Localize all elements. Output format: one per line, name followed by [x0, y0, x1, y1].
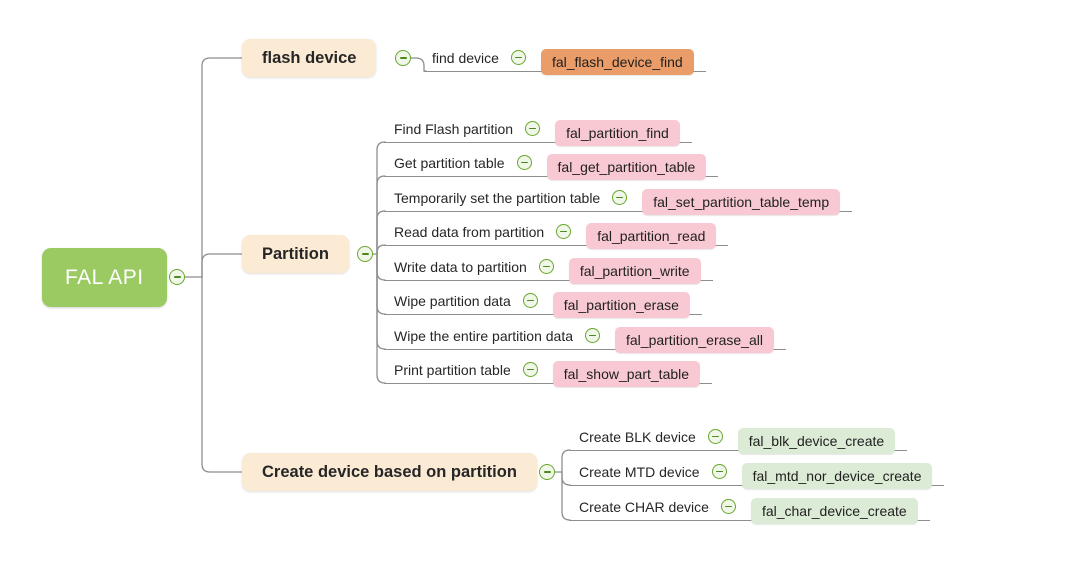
root-node-fal-api[interactable]: FAL API [42, 248, 167, 307]
child-row-find-device: find device fal_flash_device_find [424, 44, 706, 75]
child-row-print-partition-table: Print partition table fal_show_part_tabl… [384, 356, 713, 387]
collapse-icon-partition[interactable] [357, 246, 373, 262]
api-node-fal-partition-erase-all[interactable]: fal_partition_erase_all [615, 327, 774, 353]
api-node-fal-char-device-create[interactable]: fal_char_device_create [750, 498, 918, 524]
child-row-find-flash-partition: Find Flash partition fal_partition_find [384, 115, 692, 146]
branch-node-label: flash device [262, 48, 357, 67]
collapse-icon[interactable] [711, 464, 727, 479]
branch-node-label: Partition [262, 244, 329, 263]
node-label[interactable]: Wipe the entire partition data [394, 327, 573, 344]
child-row-create-char-device: Create CHAR device fal_char_device_creat… [569, 493, 930, 524]
collapse-icon[interactable] [516, 155, 532, 170]
node-label[interactable]: Find Flash partition [394, 120, 514, 137]
node-label[interactable]: Write data to partition [394, 258, 527, 275]
child-row-create-mtd-device: Create MTD device fal_mtd_nor_device_cre… [569, 458, 945, 489]
collapse-icon-flash-device[interactable] [395, 50, 411, 66]
collapse-icon[interactable] [720, 499, 736, 514]
api-node-fal-partition-read[interactable]: fal_partition_read [586, 223, 717, 249]
child-row-wipe-entire-partition-data: Wipe the entire partition data fal_parti… [384, 322, 786, 353]
branch-node-flash-device[interactable]: flash device [242, 39, 377, 77]
api-node-fal-set-partition-table-temp[interactable]: fal_set_partition_table_temp [642, 189, 841, 215]
node-label-find-device[interactable]: find device [432, 49, 499, 66]
collapse-icon[interactable] [522, 362, 538, 377]
collapse-icon[interactable] [612, 190, 628, 205]
collapse-icon[interactable] [556, 224, 572, 239]
node-label[interactable]: Wipe partition data [394, 292, 511, 309]
collapse-icon[interactable] [522, 293, 538, 308]
branch-node-label: Create device based on partition [262, 462, 517, 481]
root-node-label: FAL API [65, 265, 144, 289]
collapse-icon[interactable] [538, 259, 554, 274]
api-node-fal-partition-erase[interactable]: fal_partition_erase [552, 292, 690, 318]
api-node-fal-get-partition-table[interactable]: fal_get_partition_table [546, 154, 707, 180]
node-label[interactable]: Read data from partition [394, 223, 545, 240]
collapse-icon-root[interactable] [169, 269, 185, 285]
api-node-fal-partition-write[interactable]: fal_partition_write [568, 258, 701, 284]
collapse-icon[interactable] [585, 328, 600, 343]
node-label[interactable]: Get partition table [394, 154, 505, 171]
api-node-fal-partition-find[interactable]: fal_partition_find [555, 120, 680, 146]
branch-node-partition[interactable]: Partition [242, 235, 349, 273]
api-node-fal-show-part-table[interactable]: fal_show_part_table [552, 361, 701, 387]
child-row-create-blk-device: Create BLK device fal_blk_device_create [569, 423, 908, 454]
child-row-get-partition-table: Get partition table fal_get_partition_ta… [384, 149, 719, 180]
node-label[interactable]: Print partition table [394, 361, 511, 378]
collapse-icon[interactable] [707, 429, 723, 444]
branch-node-create-device[interactable]: Create device based on partition [242, 453, 537, 491]
api-node-fal-blk-device-create[interactable]: fal_blk_device_create [737, 428, 896, 454]
child-row-set-partition-table-temp: Temporarily set the partition table fal_… [384, 184, 853, 215]
child-row-read-data-from-partition: Read data from partition fal_partition_r… [384, 218, 729, 249]
collapse-icon[interactable] [510, 50, 526, 65]
collapse-icon[interactable] [525, 121, 541, 136]
child-row-write-data-to-partition: Write data to partition fal_partition_wr… [384, 253, 713, 284]
collapse-icon-create-device[interactable] [539, 464, 555, 480]
child-row-wipe-partition-data: Wipe partition data fal_partition_erase [384, 287, 702, 318]
node-label[interactable]: Temporarily set the partition table [394, 189, 601, 206]
node-label[interactable]: Create BLK device [579, 428, 696, 445]
node-label[interactable]: Create CHAR device [579, 498, 709, 515]
node-label[interactable]: Create MTD device [579, 463, 700, 480]
api-node-fal-mtd-nor-device-create[interactable]: fal_mtd_nor_device_create [741, 463, 933, 489]
api-node-fal-flash-device-find[interactable]: fal_flash_device_find [540, 49, 694, 75]
